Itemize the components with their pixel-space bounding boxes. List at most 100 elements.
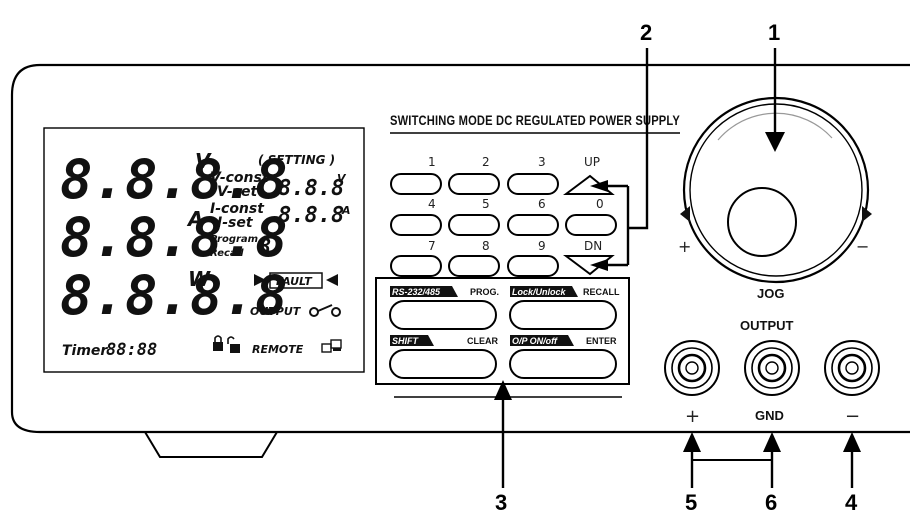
recall-label: RECALL [583,287,620,297]
output-label: OUTPUT [740,318,794,333]
set-current-digits: 8.8.8 [278,203,344,228]
timer-label: Timer [62,343,108,359]
key-1-button[interactable] [390,173,442,195]
clear-button[interactable] [389,349,497,379]
shift-label: SHIFT [392,336,420,346]
fault-indicator: FAULT [276,275,313,288]
key-3-button[interactable] [507,173,559,195]
key-label-3: 3 [538,155,546,169]
panel-title: SWITCHING MODE DC REGULATED POWER SUPPLY [390,113,680,128]
callout-3: 3 [495,490,507,515]
key-label-up: UP [584,155,600,169]
vset-indicator: V-set [217,184,258,200]
op-on-off-label: O/P ON/off [512,336,558,346]
numeric-keypad: 1 2 3 UP 4 5 6 0 7 8 9 DN [390,155,617,277]
enter-label: ENTER [586,336,617,346]
lock-label-bg [510,286,578,297]
key-6-button[interactable] [507,214,559,236]
jog-knob[interactable] [682,96,870,284]
key-label-6: 6 [538,197,546,211]
knob-minus-label: − [856,237,869,256]
iset-indicator: I-set [217,215,254,231]
jog-label: JOG [757,286,784,301]
key-2-button[interactable] [448,173,500,195]
key-label-2: 2 [482,155,490,169]
voltage-readout: 8.8.8.8 [60,148,288,211]
vconst-indicator: V-const [210,170,270,186]
shift-label-bg [390,335,434,346]
callout-6: 6 [765,490,777,515]
iconst-indicator: I-const [210,201,265,217]
program-indicator: Program [210,234,258,245]
terminal-plus-label: + [685,406,700,427]
key-label-5: 5 [482,197,490,211]
key-label-0: 0 [596,197,604,211]
key-label-dn: DN [584,239,602,253]
remote-indicator: REMOTE [252,343,304,356]
knob-plus-label: + [678,237,691,256]
set-voltage-digits: 8.8.8 [278,176,344,201]
callout-4: 4 [845,490,858,515]
clear-label: CLEAR [467,336,498,346]
key-label-8: 8 [482,239,490,253]
key-label-9: 9 [538,239,546,253]
prog-label: PROG. [470,287,499,297]
knob-left-marker [680,206,690,222]
terminal-minus-label: − [845,406,860,427]
knob-right-marker [862,206,872,222]
callout-2-up-arrowhead [590,180,608,192]
callout-1: 1 [768,20,780,45]
lcd-window [43,127,365,373]
recall-indicator: Recall [210,248,244,259]
current-unit: A [186,207,203,231]
callout-4-arrowhead [843,432,861,452]
callout-2-stem [628,48,649,230]
current-readout: 8.8.8.8 [60,206,288,269]
callout-2-dn-arrowhead [590,259,608,271]
set-current-unit: A [341,204,351,217]
unlock-icon [227,336,240,353]
key-label-7: 7 [428,239,436,253]
key-8-button[interactable] [448,255,500,277]
fault-arrow-left-icon [254,274,266,286]
callout-1-arrowhead [765,132,785,152]
gnd-terminal[interactable] [744,340,800,396]
set-voltage-unit: V [337,172,347,185]
key-5-button[interactable] [448,214,500,236]
fault-arrow-right-icon [326,274,338,286]
program-digit: 8 [258,235,271,260]
recall-button[interactable] [509,300,617,330]
remote-computer-icon [321,339,342,353]
plus-gnd-link-bracket [691,436,773,461]
voltage-unit: V [195,149,212,173]
op-label-bg [510,335,574,346]
key-label-4: 4 [428,197,436,211]
key-9-button[interactable] [507,255,559,277]
key-4-button[interactable] [390,214,442,236]
lock-icon [213,335,223,351]
output-switch-icon [309,304,341,317]
key-label-1: 1 [428,155,436,169]
key-0-button[interactable] [565,214,617,236]
chassis-outline [10,63,910,434]
callout-2: 2 [640,20,652,45]
callout-3-arrowhead [494,380,512,400]
chassis-foot [144,431,278,458]
prog-button[interactable] [389,300,497,330]
setting-label: ( SETTING ) [258,153,335,167]
power-unit: W [188,267,211,291]
rs232-label: RS-232/485 [392,287,441,297]
enter-button[interactable] [509,349,617,379]
negative-terminal[interactable] [824,340,880,396]
key-7-button[interactable] [390,255,442,277]
fault-box [269,272,323,289]
positive-terminal[interactable] [664,340,720,396]
output-indicator: OUTPUT [250,305,302,318]
terminal-gnd-label: GND [755,408,784,423]
rs232-label-bg [390,286,458,297]
power-readout: 8.8.8.8 [60,264,288,327]
lock-unlock-label: Lock/Unlock [512,287,567,297]
callout-5: 5 [685,490,697,515]
